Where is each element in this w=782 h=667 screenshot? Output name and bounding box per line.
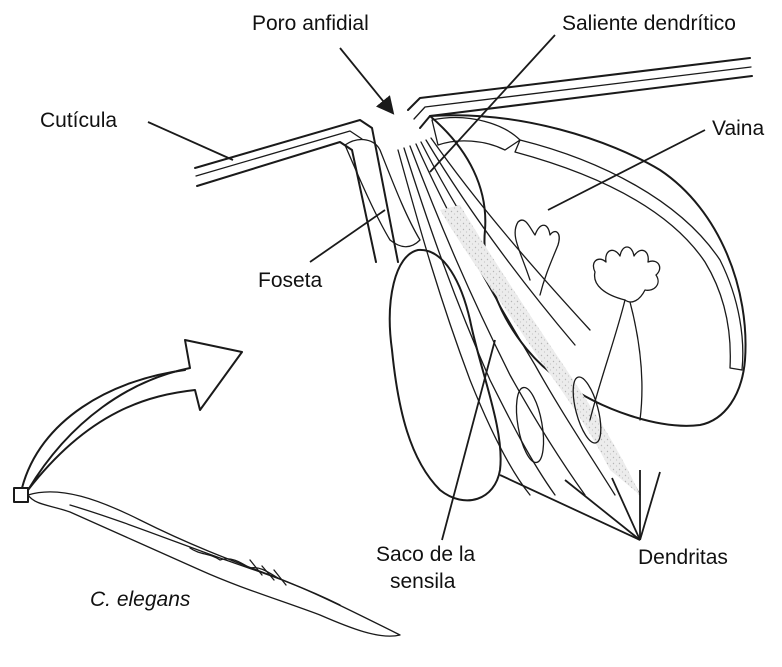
label-cuticula: Cutícula [40,109,117,132]
label-c-elegans: C. elegans [90,588,191,611]
label-saco-line2: sensila [390,570,456,593]
label-dendritas: Dendritas [638,546,728,569]
label-foseta: Foseta [258,269,323,292]
socket [345,140,501,501]
sheath [430,115,746,426]
zoom-arrow [22,340,242,490]
label-poro-anfidial: Poro anfidial [252,12,369,35]
label-vaina: Vaina [712,117,764,140]
label-saliente-dendritico: Saliente dendrítico [562,12,736,35]
label-saco-line1: Saco de la [376,543,476,566]
worm-illustration [28,492,400,636]
worm-head-box [14,488,28,502]
